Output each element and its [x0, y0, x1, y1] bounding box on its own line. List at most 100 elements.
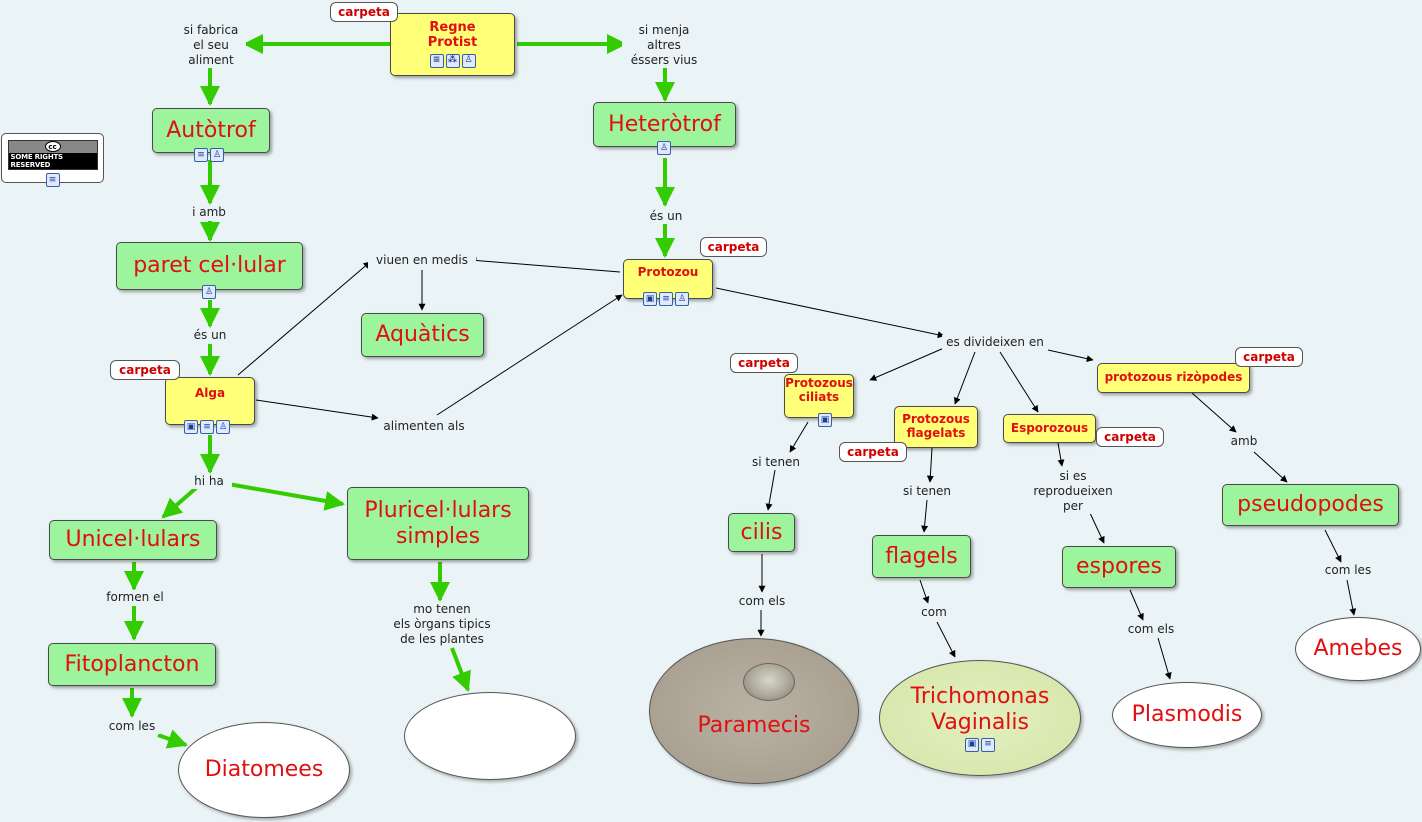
node-label: Diatomees: [204, 757, 324, 783]
document-icon[interactable]: ≡: [194, 148, 208, 162]
label-es-un-heterotrof: és un: [640, 209, 692, 224]
person-icon[interactable]: ♙: [461, 53, 476, 68]
label-mo-tenen: mo tenen els òrgans tipics de les plante…: [386, 602, 498, 647]
paret-icons: ♙: [202, 285, 216, 299]
node-label: Protozous flagelats: [902, 412, 970, 440]
node-esporozous[interactable]: Esporozous: [1003, 414, 1096, 443]
node-autotrof[interactable]: Autòtrof: [152, 108, 270, 153]
person-icon[interactable]: ♙: [202, 285, 216, 299]
tag-carpeta-regne[interactable]: carpeta: [330, 2, 398, 22]
label-formen-el: formen el: [100, 590, 170, 605]
autotrof-icons: ≡ ♙: [194, 148, 224, 162]
node-label: protozous rizòpodes: [1104, 370, 1243, 385]
node-label: Pluricel·lulars simples: [364, 498, 512, 549]
tag-carpeta-protozou[interactable]: carpeta: [700, 237, 767, 257]
node-label: Esporozous: [1010, 420, 1089, 435]
cc-logo: cc: [44, 141, 61, 152]
node-label: Plasmodis: [1131, 702, 1243, 728]
green-connectors: [122, 34, 675, 749]
concept-map-icon[interactable]: ⁂: [445, 53, 460, 68]
node-label: Fitoplancton: [64, 651, 200, 677]
image-icon[interactable]: ▣: [184, 420, 198, 434]
label-si-menja: si menja altres éssers vius: [622, 23, 706, 68]
label-si-es-reprodueixen: si es reprodueixen per: [1030, 469, 1116, 514]
label-amb: amb: [1226, 434, 1262, 449]
label-com-flagels: com: [918, 605, 950, 620]
label-alimenten: alimenten als: [378, 419, 470, 434]
label-es-un-paret: és un: [184, 328, 236, 343]
tag-carpeta-flagelats[interactable]: carpeta: [839, 442, 907, 462]
label-com-els-espores: com els: [1123, 622, 1179, 637]
document-icon[interactable]: ≡: [200, 420, 214, 434]
node-paramecis[interactable]: Paramecis: [649, 638, 859, 784]
paramecium-image: [743, 663, 795, 701]
node-label: Autòtrof: [166, 117, 256, 143]
person-icon[interactable]: ♙: [657, 141, 671, 155]
node-heterotrof[interactable]: Heteròtrof: [593, 102, 736, 147]
person-icon[interactable]: ♙: [675, 292, 689, 306]
node-unicellulars[interactable]: Unicel·lulars: [49, 520, 217, 560]
node-label: Amebes: [1313, 636, 1403, 662]
tag-carpeta-rizopodes[interactable]: carpeta: [1235, 347, 1303, 367]
heterotrof-icons: ♙: [657, 141, 671, 155]
tag-carpeta-esporozous[interactable]: carpeta: [1096, 427, 1164, 447]
document-icon[interactable]: ≡: [429, 53, 444, 68]
tag-carpeta-ciliats[interactable]: carpeta: [730, 353, 798, 373]
image-icon[interactable]: ▣: [965, 737, 979, 752]
label-viuen: viuen en medis: [368, 253, 476, 268]
node-label: Trichomonas Vaginalis: [910, 684, 1050, 735]
node-paret-cellular[interactable]: paret cel·lular: [116, 242, 303, 290]
person-icon[interactable]: ♙: [216, 420, 230, 434]
label-hi-ha: hi ha: [186, 474, 232, 489]
node-diatomees[interactable]: Diatomees: [178, 722, 350, 818]
protozou-icons: ▣ ≡ ♙: [643, 292, 689, 306]
node-protozous-flagelats[interactable]: Protozous flagelats: [894, 406, 978, 448]
node-empty-oval[interactable]: [404, 692, 576, 780]
node-label: paret cel·lular: [133, 253, 286, 279]
node-fitoplancton[interactable]: Fitoplancton: [48, 643, 216, 686]
node-label: Protozou: [637, 265, 699, 280]
label-es-divideixen: es divideixen en: [942, 335, 1048, 350]
node-label: Heteròtrof: [608, 111, 721, 137]
node-pseudopodes[interactable]: pseudopodes: [1222, 484, 1399, 526]
node-plasmodis[interactable]: Plasmodis: [1112, 682, 1262, 748]
label-si-fabrica: si fabrica el seu aliment: [176, 23, 246, 68]
node-label: Protozous ciliats: [785, 376, 853, 404]
label-com-les-fito: com les: [104, 719, 160, 734]
node-label: espores: [1076, 554, 1162, 580]
node-label: Unicel·lulars: [65, 527, 201, 553]
node-flagels[interactable]: flagels: [872, 535, 971, 578]
label-si-tenen-flagelats: si tenen: [899, 484, 955, 499]
node-aquatics[interactable]: Aquàtics: [361, 313, 484, 357]
label-i-amb: i amb: [183, 205, 235, 220]
document-icon[interactable]: ≡: [981, 737, 995, 752]
node-label: flagels: [885, 543, 958, 569]
node-label: Alga: [194, 386, 226, 401]
tag-carpeta-alga[interactable]: carpeta: [110, 360, 180, 380]
image-icon[interactable]: ▣: [818, 413, 832, 427]
node-pluricellulars[interactable]: Pluricel·lulars simples: [347, 487, 529, 560]
label-si-tenen-ciliats: si tenen: [748, 455, 804, 470]
document-icon[interactable]: ≡: [659, 292, 673, 306]
node-protozous-ciliats[interactable]: Protozous ciliats: [784, 374, 854, 418]
node-alga[interactable]: Alga: [165, 377, 255, 425]
node-espores[interactable]: espores: [1062, 546, 1176, 588]
node-label: cilis: [740, 519, 783, 545]
node-amebes[interactable]: Amebes: [1295, 617, 1421, 681]
ciliats-icons: ▣: [818, 413, 832, 427]
node-label: Aquàtics: [375, 322, 470, 348]
alga-icons: ▣ ≡ ♙: [184, 420, 230, 434]
node-regne-protist[interactable]: Regne Protist ≡ ⁂ ♙: [390, 13, 515, 76]
cc-text: SOME RIGHTS RESERVED: [8, 153, 97, 169]
node-label: Regne Protist: [427, 20, 478, 50]
document-icon[interactable]: ≡: [45, 173, 60, 187]
node-protozous-rizopodes[interactable]: protozous rizòpodes: [1097, 363, 1250, 393]
image-icon[interactable]: ▣: [643, 292, 657, 306]
person-icon[interactable]: ♙: [210, 148, 224, 162]
node-trichomonas[interactable]: Trichomonas Vaginalis ▣ ≡: [879, 660, 1081, 776]
creative-commons-icon: cc SOME RIGHTS RESERVED: [7, 140, 98, 170]
node-cilis[interactable]: cilis: [728, 513, 795, 552]
license-badge[interactable]: cc SOME RIGHTS RESERVED ≡: [1, 133, 104, 187]
black-connectors: [237, 257, 1357, 680]
